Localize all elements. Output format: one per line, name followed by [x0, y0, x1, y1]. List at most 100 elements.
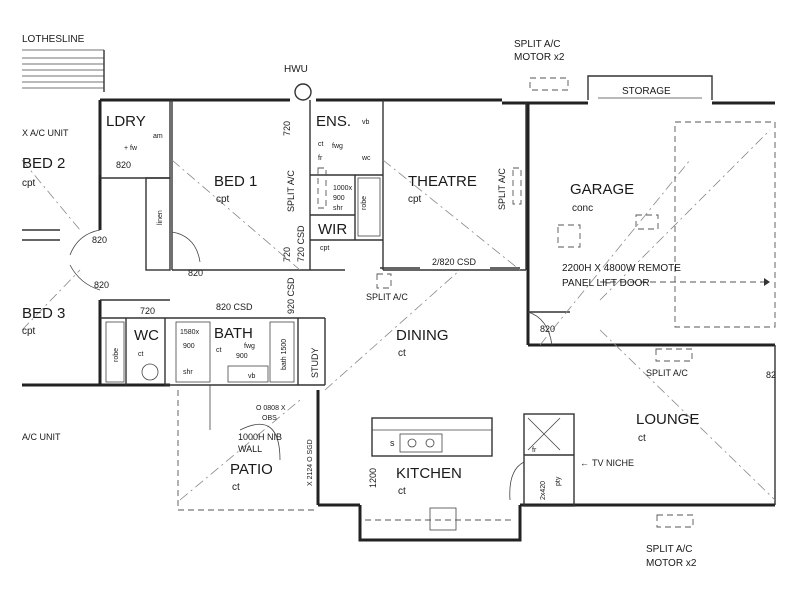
split-ac-motor-bottom-2: MOTOR x2: [646, 558, 697, 569]
clothesline: [22, 49, 105, 92]
ens-ct: ct: [318, 141, 324, 148]
bath-900-a: 900: [183, 343, 195, 350]
dim-820-b: 820: [94, 280, 109, 290]
storage-outline: [587, 75, 713, 100]
ldry-am: am: [153, 133, 163, 140]
ac-motor-top-unit: [529, 77, 569, 91]
dim-2x420: 2x420: [540, 481, 547, 500]
ceiling-guides: [21, 121, 776, 511]
dining-floor: ct: [398, 348, 406, 359]
bed2-label: BED 2: [22, 155, 65, 172]
ens-shr: shr: [333, 205, 343, 212]
bed1-floor: cpt: [216, 194, 230, 205]
bath-label: BATH: [214, 325, 253, 342]
garage-door-2: PANEL LIFT DOOR: [562, 278, 650, 289]
nib-wall-2: WALL: [238, 444, 262, 454]
dim-820-c: 820: [188, 268, 203, 278]
dining-label: DINING: [396, 327, 449, 344]
split-ac-lounge: SPLIT A/C: [646, 368, 688, 378]
split-ac-motor-top-2: MOTOR x2: [514, 52, 565, 63]
kitchen-floor: ct: [398, 486, 406, 497]
sgd-2: OBS: [262, 415, 277, 422]
ldry-label: LDRY: [106, 113, 146, 130]
dim-720-c: 720: [282, 247, 292, 262]
garage-light-unit: [557, 224, 581, 248]
sgd-vertical: X 2124 O SGD: [307, 439, 314, 486]
tv-niche: TV NICHE: [592, 458, 634, 468]
ens-vb: vb: [362, 119, 370, 126]
patio-floor: ct: [232, 482, 240, 493]
dim-820-garage: 820: [540, 324, 555, 334]
ac-theatre-unit: [512, 167, 522, 205]
pantry-label: pty: [555, 476, 562, 486]
clothesline-label: LOTHESLINE: [22, 34, 85, 45]
interior-walls: [99, 100, 575, 507]
csd-720: 720 CSD: [296, 225, 306, 262]
bed3-floor: cpt: [22, 326, 36, 337]
nib-wall-1: 1000H NIB: [238, 432, 282, 442]
bed3-label: BED 3: [22, 305, 65, 322]
kitchen-label: KITCHEN: [396, 465, 462, 482]
robe-bed3: robe: [113, 348, 120, 362]
sgd-1: O 0808 X: [256, 405, 286, 412]
garage-unit-2: [635, 214, 659, 230]
dim-720-a: 720: [140, 306, 155, 316]
garage-floor: conc: [572, 203, 593, 214]
doors: [69, 229, 553, 501]
storage-label: STORAGE: [622, 86, 671, 97]
csd-theatre: 2/820 CSD: [432, 257, 477, 267]
ens-900: 900: [333, 195, 345, 202]
dim-1200: 1200: [368, 468, 378, 488]
garage-label: GARAGE: [570, 181, 634, 198]
csd-920: 920 CSD: [286, 277, 296, 314]
csd-820: 820 CSD: [216, 302, 253, 312]
bed1-label: BED 1: [214, 173, 257, 190]
split-ac-dining: SPLIT A/C: [366, 292, 408, 302]
ac-motor-bottom-unit: [656, 514, 694, 528]
ldry-fw: + fw: [124, 145, 138, 152]
wc-floor: ct: [138, 351, 144, 358]
wc-label: WC: [134, 327, 159, 344]
ens-robe: robe: [361, 196, 368, 210]
split-ac-theatre: SPLIT A/C: [497, 168, 507, 210]
bath-tub: bath 1500: [281, 339, 288, 370]
theatre-label: THEATRE: [408, 173, 477, 190]
linen-label: linen: [157, 210, 164, 225]
bath-floor: ct: [216, 347, 222, 354]
patio-label: PATIO: [230, 461, 273, 478]
kitchen-sink: [399, 433, 443, 453]
study-label: STUDY: [310, 347, 320, 378]
hwu-label: HWU: [284, 64, 308, 75]
lounge-label: LOUNGE: [636, 411, 699, 428]
wir-label: WIR: [318, 221, 347, 238]
garage-right-edge: 82: [766, 370, 776, 380]
ens-fr: fr: [318, 155, 323, 162]
theatre-floor: cpt: [408, 194, 422, 205]
tv-niche-arrow: ←: [580, 458, 589, 468]
split-ac-bed1: SPLIT A/C: [286, 170, 296, 212]
bath-shr: shr: [183, 369, 193, 376]
ens-label: ENS.: [316, 113, 351, 130]
split-ac-motor-bottom-1: SPLIT A/C: [646, 544, 693, 555]
garage-door-1: 2200H X 4800W REMOTE: [562, 263, 681, 274]
split-ac-motor-top-1: SPLIT A/C: [514, 39, 561, 50]
ac-unit-left2: A/C UNIT: [22, 432, 61, 442]
ens-wc: wc: [361, 155, 371, 162]
hwu-tank: [294, 83, 312, 101]
dim-820-ldry: 820: [116, 160, 131, 170]
cooktop: [429, 507, 457, 531]
dim-820-a: 820: [92, 235, 107, 245]
exterior-walls: [22, 98, 776, 542]
dim-720-b: 720: [282, 121, 292, 136]
ens-fwg: fwg: [332, 143, 343, 150]
ens-1000x: 1000x: [333, 185, 353, 192]
ac-dining-unit: [376, 273, 392, 289]
bed2-floor: cpt: [22, 178, 36, 189]
ac-lounge-unit: [655, 348, 693, 362]
bath-900-b: 900: [236, 353, 248, 360]
bath-vb: vb: [248, 373, 256, 380]
kitchen-island: [371, 417, 493, 457]
ac-unit-left: X A/C UNIT: [22, 128, 69, 138]
bath-fwg: fwg: [244, 343, 255, 350]
